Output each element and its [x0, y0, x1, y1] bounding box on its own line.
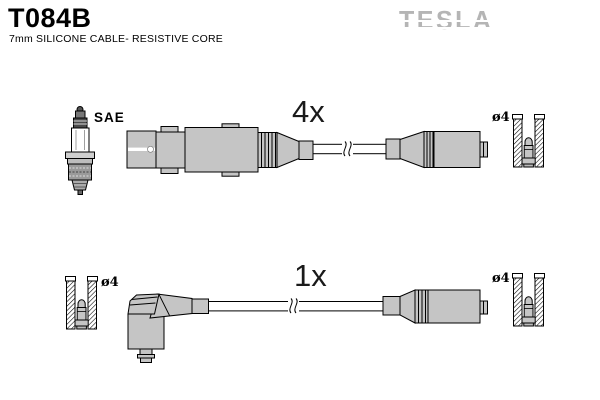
terminal-socket-icon-bottom-right [512, 273, 545, 327]
terminal-socket-icon-bottom-left [65, 276, 98, 330]
spark-plug-boot-top [385, 130, 488, 169]
terminal-socket-icon-top [512, 114, 545, 168]
spark-plug-icon [65, 106, 95, 195]
quantity-label-bottom: 1x [294, 258, 327, 293]
logo-stripe [397, 19, 499, 22]
part-number: T084B [8, 3, 92, 33]
logo-stripe [397, 26, 499, 29]
spark-plug-boot-bottom [382, 289, 488, 324]
elbow-boot [127, 293, 209, 363]
diameter-label-bottom-left: ø4 [101, 275, 119, 290]
cable-top [312, 141, 387, 157]
diameter-label-bottom-right: ø4 [492, 271, 510, 286]
quantity-label-top: 4x [292, 94, 325, 129]
sae-plug-label: SAE [94, 110, 125, 125]
cable-bottom [208, 298, 384, 314]
product-description: 7mm SILICONE CABLE- RESISTIVE CORE [9, 33, 223, 45]
distributor-end-connector [126, 123, 314, 177]
diameter-label-top-right: ø4 [492, 110, 510, 125]
